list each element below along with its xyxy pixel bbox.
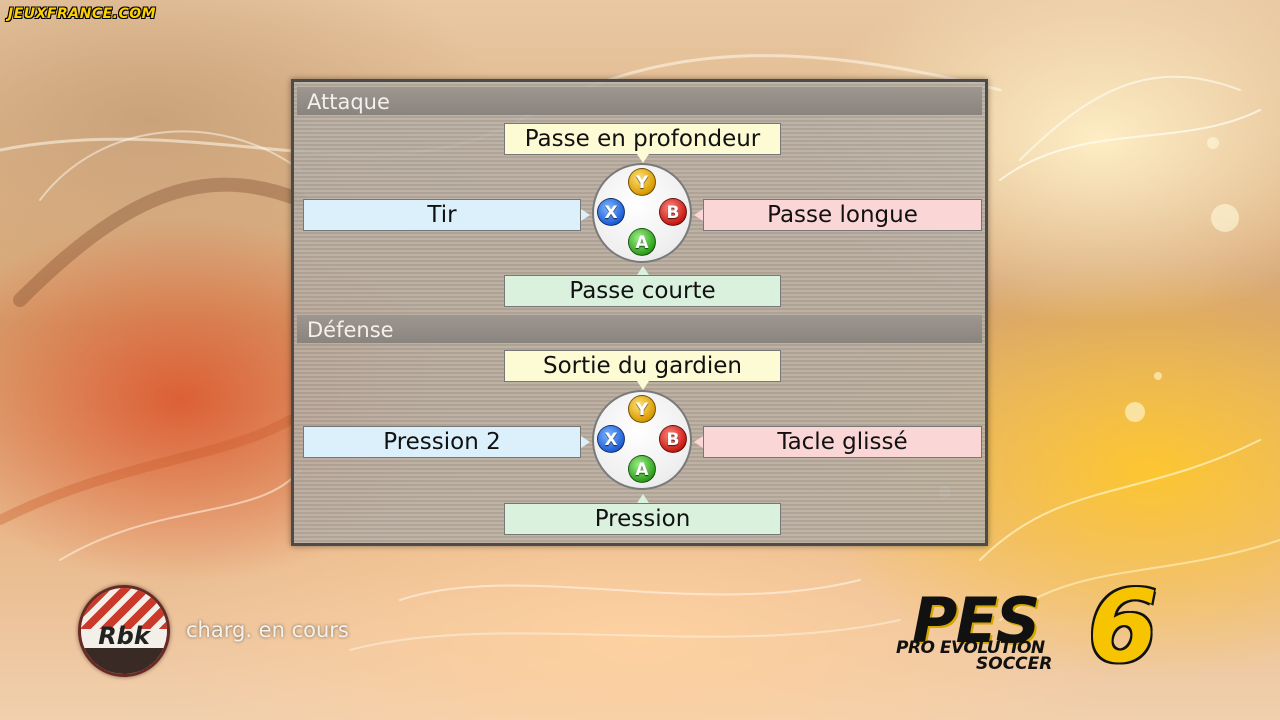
a-button-icon: A bbox=[628, 455, 656, 483]
game-logo: PES 6 PRO EVOLUTION SOCCER bbox=[892, 568, 1202, 685]
pointer-b-attaque bbox=[694, 209, 703, 221]
pointer-b-defense bbox=[694, 436, 703, 448]
pointer-a-attaque bbox=[637, 266, 649, 275]
label-b-defense: Tacle glissé bbox=[703, 426, 982, 458]
pointer-x-attaque bbox=[581, 209, 590, 221]
label-a-attaque: Passe courte bbox=[504, 275, 781, 307]
sponsor-logo-base bbox=[81, 648, 167, 674]
sponsor-logo-stripes bbox=[81, 588, 167, 630]
gamepad-buttons-attaque: Y X B A bbox=[592, 163, 692, 263]
controls-panel: Attaque Passe en profondeur Tir Passe lo… bbox=[291, 79, 988, 546]
section-header-attaque: Attaque bbox=[297, 87, 982, 115]
pointer-y-attaque bbox=[637, 154, 649, 163]
a-button-icon: A bbox=[628, 228, 656, 256]
label-y-attaque: Passe en profondeur bbox=[504, 123, 781, 155]
label-x-attaque: Tir bbox=[303, 199, 581, 231]
label-y-defense: Sortie du gardien bbox=[504, 350, 781, 382]
game-logo-main: PES bbox=[912, 584, 1040, 657]
x-button-icon: X bbox=[597, 425, 625, 453]
pointer-a-defense bbox=[637, 494, 649, 503]
b-button-icon: B bbox=[659, 425, 687, 453]
label-a-defense: Pression bbox=[504, 503, 781, 535]
sponsor-logo: Rbk bbox=[78, 585, 170, 677]
gamepad-buttons-defense: Y X B A bbox=[592, 390, 692, 490]
label-b-attaque: Passe longue bbox=[703, 199, 982, 231]
section-header-defense: Défense bbox=[297, 315, 982, 343]
x-button-icon: X bbox=[597, 198, 625, 226]
pointer-x-defense bbox=[581, 436, 590, 448]
y-button-icon: Y bbox=[628, 395, 656, 423]
site-watermark: JEUXFRANCE.COM bbox=[8, 6, 157, 22]
label-x-defense: Pression 2 bbox=[303, 426, 581, 458]
y-button-icon: Y bbox=[628, 168, 656, 196]
loading-status: charg. en cours bbox=[186, 618, 349, 642]
game-logo-subtitle-2: SOCCER bbox=[976, 654, 1053, 674]
b-button-icon: B bbox=[659, 198, 687, 226]
pointer-y-defense bbox=[637, 381, 649, 390]
sponsor-logo-text: Rbk bbox=[98, 622, 150, 650]
game-logo-number: 6 bbox=[1088, 568, 1158, 685]
game-logo-subtitle-1: PRO EVOLUTION bbox=[896, 638, 1045, 658]
